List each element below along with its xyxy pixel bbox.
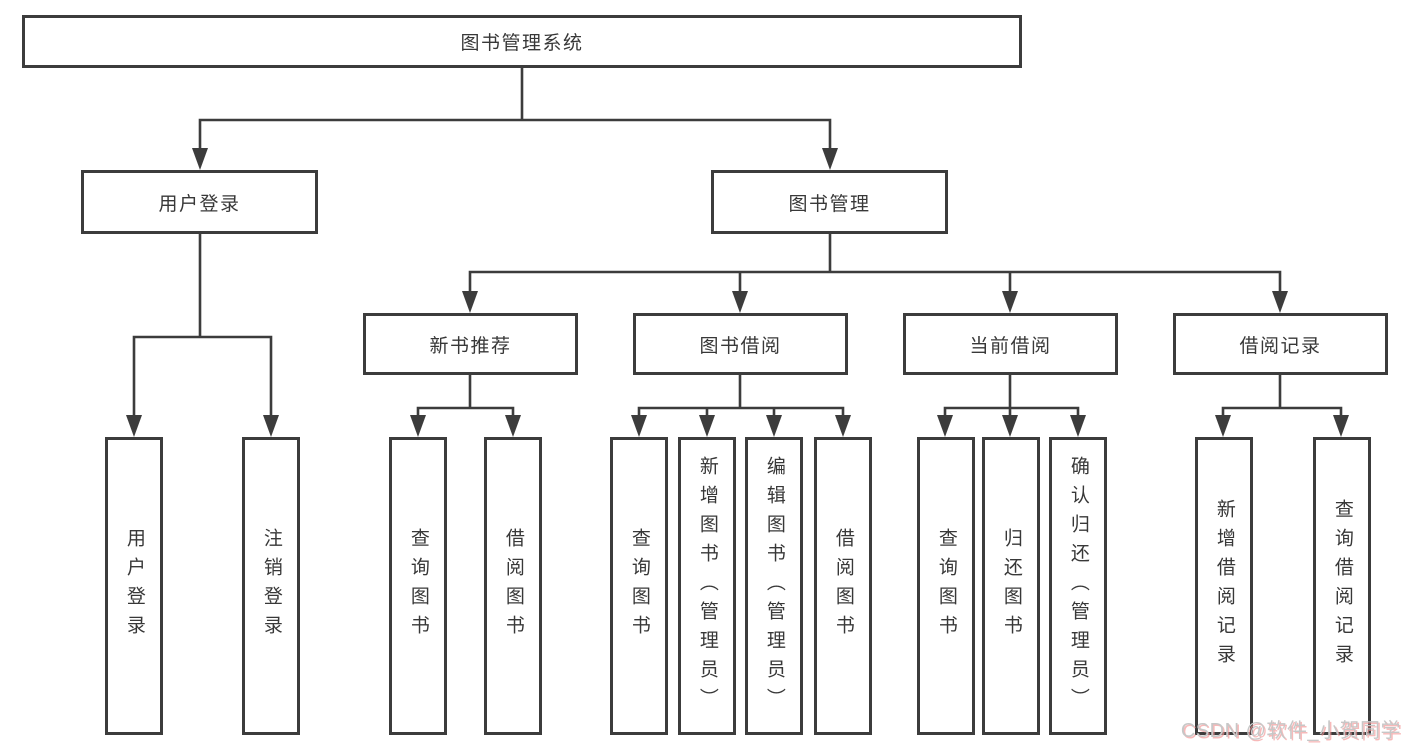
node-book-management: 图书管理: [711, 170, 948, 234]
arrowheads: [126, 148, 1349, 437]
node-label: 图书管理: [788, 193, 871, 215]
connector-newbook-to-leaves: [416, 373, 515, 419]
arrowhead-icon: [1215, 415, 1231, 437]
arrowhead-icon: [1070, 415, 1086, 437]
arrowhead-icon: [410, 415, 426, 437]
node-label: 图书借阅: [699, 335, 782, 357]
node-new-book-recommendation: 新书推荐: [363, 313, 578, 375]
arrowhead-icon: [1272, 291, 1288, 313]
node-label: 注销登录: [260, 528, 282, 644]
csdn-watermark: CSDN @软件_小贺同学: [1180, 720, 1401, 742]
connector-records-to-leaves: [1221, 373, 1343, 419]
node-current-borrowing: 当前借阅: [903, 313, 1118, 375]
arrowhead-icon: [835, 415, 851, 437]
arrowhead-icon: [1002, 415, 1018, 437]
arrowhead-icon: [937, 415, 953, 437]
node-label: 查询图书: [935, 528, 957, 644]
arrowhead-icon: [766, 415, 782, 437]
leaf-current-return-books: 归还图书: [982, 437, 1040, 735]
connector-bookmgmt-to-level3: [468, 232, 1282, 295]
leaf-current-confirm-return-admin: 确认归还（管理员）: [1049, 437, 1107, 735]
arrowhead-icon: [822, 148, 838, 170]
connector-bookborrow-to-leaves: [637, 373, 845, 419]
leaf-current-query-books: 查询图书: [917, 437, 975, 735]
node-label: 用户登录: [123, 528, 145, 644]
arrowhead-icon: [126, 415, 142, 437]
node-root: 图书管理系统: [22, 15, 1022, 68]
arrowhead-icon: [192, 148, 208, 170]
node-label: 新书推荐: [429, 335, 512, 357]
node-book-borrowing: 图书借阅: [633, 313, 848, 375]
arrowhead-icon: [631, 415, 647, 437]
node-label: 借阅图书: [502, 528, 524, 644]
node-label: 查询借阅记录: [1331, 499, 1353, 673]
node-label: 借阅图书: [832, 528, 854, 644]
leaf-borrow-borrow-books: 借阅图书: [814, 437, 872, 735]
arrowhead-icon: [699, 415, 715, 437]
node-label: 当前借阅: [969, 335, 1052, 357]
node-label: 查询图书: [628, 528, 650, 644]
node-user-login: 用户登录: [81, 170, 318, 234]
leaf-newbook-borrow-books: 借阅图书: [484, 437, 542, 735]
arrowhead-icon: [1002, 291, 1018, 313]
node-label: 新增图书（管理员）: [696, 455, 718, 717]
node-label: 归还图书: [1000, 528, 1022, 644]
arrowhead-icon: [1333, 415, 1349, 437]
connector-userlogin-to-leaves: [132, 232, 273, 419]
node-label: 编辑图书（管理员）: [763, 455, 785, 717]
arrowhead-icon: [263, 415, 279, 437]
connector-root-to-level2: [198, 66, 832, 152]
node-borrowing-records: 借阅记录: [1173, 313, 1388, 375]
leaf-borrow-query-books: 查询图书: [610, 437, 668, 735]
node-label: 图书管理系统: [460, 33, 584, 54]
leaf-records-query-borrow-record: 查询借阅记录: [1313, 437, 1371, 735]
node-label: 用户登录: [158, 193, 241, 215]
node-label: 新增借阅记录: [1213, 499, 1235, 673]
arrowhead-icon: [462, 291, 478, 313]
node-label: 查询图书: [407, 528, 429, 644]
node-label: 确认归还（管理员）: [1067, 455, 1089, 717]
leaf-borrow-edit-book-admin: 编辑图书（管理员）: [745, 437, 803, 735]
arrowhead-icon: [505, 415, 521, 437]
leaf-user-login: 用户登录: [105, 437, 163, 735]
connector-currentborrow-to-leaves: [943, 373, 1080, 419]
leaf-records-add-borrow-record: 新增借阅记录: [1195, 437, 1253, 735]
leaf-logout: 注销登录: [242, 437, 300, 735]
arrowhead-icon: [732, 291, 748, 313]
leaf-newbook-query-books: 查询图书: [389, 437, 447, 735]
leaf-borrow-add-book-admin: 新增图书（管理员）: [678, 437, 736, 735]
node-label: 借阅记录: [1239, 335, 1322, 357]
